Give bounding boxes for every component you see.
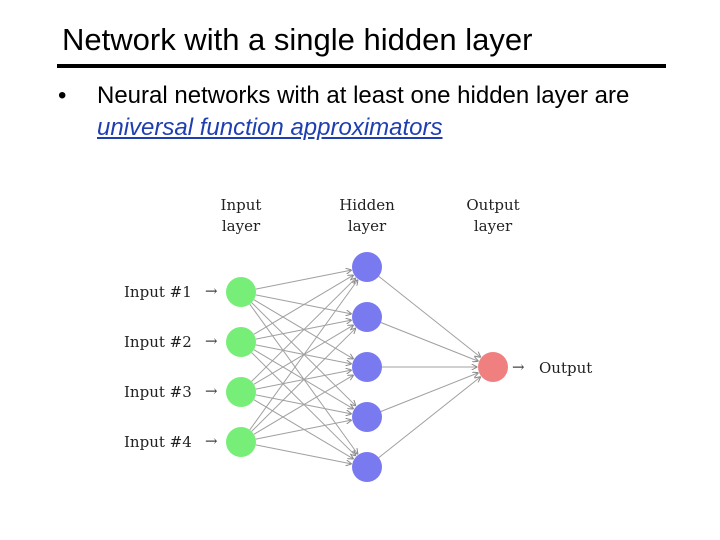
edge-input2-hidden1 [253, 275, 353, 335]
title-underline [57, 64, 666, 68]
edge-hidden2-output [380, 322, 478, 362]
output-arrow: → [512, 358, 525, 376]
input-label-4: Input #4 [124, 433, 192, 451]
universal-approximators-link[interactable]: universal function approximators [97, 114, 443, 141]
input-node-3 [226, 377, 256, 407]
input-label-3: Input #3 [124, 383, 192, 401]
slide-title: Network with a single hidden layer [62, 22, 533, 57]
input-layer-header-line2: layer [222, 217, 261, 235]
hidden-layer-header-line1: Hidden [339, 196, 395, 214]
edge-input4-hidden1 [249, 280, 358, 431]
input-arrow-3: → [205, 382, 218, 400]
bullet-marker: • [58, 82, 67, 109]
output-layer-header-line2: layer [474, 217, 513, 235]
edge-hidden5-output [378, 377, 481, 459]
network-nodes [226, 252, 508, 482]
edge-input4-hidden3 [253, 375, 353, 435]
edge-hidden1-output [378, 275, 481, 357]
input-label-2: Input #2 [124, 333, 192, 351]
edge-input4-hidden2 [251, 328, 356, 432]
input-node-4 [226, 427, 256, 457]
input-arrow-1: → [205, 282, 218, 300]
output-label: Output [539, 359, 592, 377]
hidden-node-1 [352, 252, 382, 282]
bullet-body: Neural networks with at least one hidden… [97, 82, 630, 109]
hidden-node-3 [352, 352, 382, 382]
edge-input4-hidden5 [255, 444, 352, 464]
hidden-node-4 [352, 402, 382, 432]
edge-input4-hidden4 [255, 420, 352, 440]
input-node-2 [226, 327, 256, 357]
connection-edges [249, 270, 481, 464]
edge-input1-hidden1 [255, 270, 352, 290]
hidden-node-5 [352, 452, 382, 482]
output-node [478, 352, 508, 382]
input-node-1 [226, 277, 256, 307]
input-layer-header-line1: Input [221, 196, 262, 214]
hidden-layer-header-line2: layer [348, 217, 387, 235]
output-layer-header-line1: Output [466, 196, 519, 214]
input-label-1: Input #1 [124, 283, 192, 301]
edge-input3-hidden1 [251, 278, 356, 382]
hidden-node-2 [352, 302, 382, 332]
edge-hidden4-output [380, 373, 478, 412]
input-arrow-4: → [205, 432, 218, 450]
bullet-text: Neural networks with at least one hidden… [97, 80, 677, 144]
input-arrow-2: → [205, 332, 218, 350]
